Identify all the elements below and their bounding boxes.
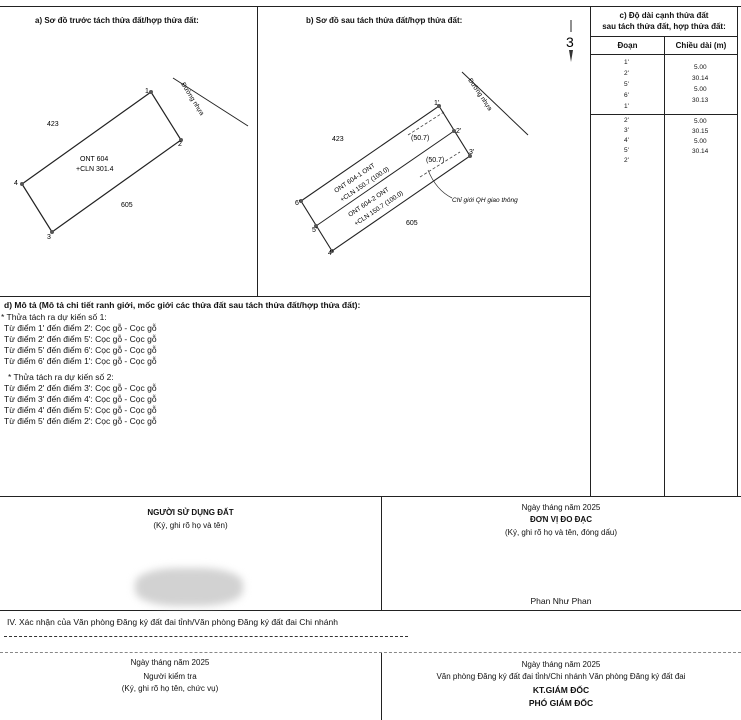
segment-length: 5.00 <box>694 118 707 125</box>
description-line: Từ điểm 4' đến điểm 5': Cọc gỗ - Cọc gỗ <box>4 405 157 415</box>
lengths-title-2: sau tách thửa đất, hợp thửa đất: <box>602 22 726 31</box>
point-label: 5' <box>312 227 317 234</box>
segment-length: 5.00 <box>694 86 707 93</box>
survey-note: (Ký, ghi rõ họ và tên, đóng dấu) <box>504 528 618 537</box>
boundary-label: Chỉ giới QH giao thông <box>452 196 518 204</box>
description-title: d) Mô tả (Mô tả chi tiết ranh giới, mốc … <box>4 300 361 310</box>
divider-signatures <box>381 496 382 610</box>
dotted-line <box>4 636 408 637</box>
segment-point: 1' <box>624 103 629 110</box>
segment-point: 2' <box>624 157 629 164</box>
description-line: Từ điểm 2' đến điểm 5': Cọc gỗ - Cọc gỗ <box>4 334 157 344</box>
parcel-604-label-1: ONT 604 <box>80 156 108 163</box>
north-mark: 3 <box>566 34 574 50</box>
diagram-after-title: b) Sơ đồ sau tách thửa đất/hợp thửa đất: <box>306 16 463 25</box>
land-user-title: NGƯỜI SỬ DỤNG ĐẤT <box>147 508 234 517</box>
office-name: Văn phòng Đăng ký đất đai tỉnh/Chi nhánh… <box>436 672 686 681</box>
area-label-1: (50.7) <box>411 135 429 142</box>
point-label: 2 <box>178 141 182 148</box>
neighbor-423: 423 <box>47 121 59 128</box>
divider-c-right <box>737 6 738 496</box>
area-label-2: (50.7) <box>426 157 444 164</box>
confirmation-title: IV. Xác nhận của Văn phòng Đăng ký đất đ… <box>7 617 338 627</box>
point-label: 3' <box>469 149 474 156</box>
land-user-note: (Ký, ghi rõ họ và tên) <box>153 521 228 530</box>
neighbor-605: 605 <box>406 220 418 227</box>
description-line: Từ điểm 5' đến điểm 2': Cọc gỗ - Cọc gỗ <box>4 416 157 426</box>
segment-point: 5' <box>624 81 629 88</box>
parcel-604-label-2: +CLN 301.4 <box>76 166 114 173</box>
frame-top <box>0 6 741 7</box>
segment-length: 5.00 <box>694 138 707 145</box>
road-label: Đường nhựa <box>179 81 205 117</box>
description-line: Từ điểm 1' đến điểm 2': Cọc gỗ - Cọc gỗ <box>4 323 157 333</box>
checker-note: (Ký, ghi rõ họ tên, chức vụ) <box>121 684 219 693</box>
divider-ab <box>257 6 258 296</box>
segment-length: 30.13 <box>692 97 709 104</box>
survey-unit: ĐƠN VỊ ĐO ĐẠC <box>530 515 592 524</box>
point-label: 4 <box>14 180 18 187</box>
planning-line-top <box>407 111 445 136</box>
diagram-after: 1' 2' 3' 4' 5' 6' 423 605 Đường nhựa (50… <box>295 71 529 257</box>
diagram-before-title: a) Sơ đồ trước tách thửa đất/hợp thửa đấ… <box>35 16 199 25</box>
segment-point: 5' <box>624 147 629 154</box>
segment-length: 30.14 <box>692 75 709 82</box>
planning-line-bottom <box>419 151 461 178</box>
segment-point: 1' <box>624 59 629 66</box>
parcel2-header: * Thửa tách ra dự kiến số 2: <box>8 372 114 382</box>
segment-length: 30.14 <box>692 148 709 155</box>
checker-date: Ngày tháng năm 2025 <box>130 658 210 667</box>
redacted-signature <box>135 568 243 606</box>
surveyor-name: Phan Như Phan <box>530 596 592 606</box>
survey-date: Ngày tháng năm 2025 <box>521 503 601 512</box>
parcel1-header: * Thửa tách ra dự kiến số 1: <box>1 312 107 322</box>
segment-point: 6' <box>624 92 629 99</box>
divider-diagrams-bottom <box>0 296 590 297</box>
deputy-role: KT.GIÁM ĐỐC <box>532 685 590 695</box>
point-label: 3 <box>47 234 51 241</box>
point-label: 6' <box>295 200 300 207</box>
divider-bc <box>590 6 591 496</box>
north-arrow-icon: 3 <box>566 20 574 62</box>
office-date: Ngày tháng năm 2025 <box>521 660 601 669</box>
segment-point: 4' <box>624 137 629 144</box>
diagram-before: 1 2 3 4 423 605 Đường nhựa ONT 604 +CLN … <box>14 77 249 241</box>
lengths-col-segment: Đoạn <box>617 41 638 50</box>
checker-role: Người kiểm tra <box>143 672 197 681</box>
description-line: Từ điểm 2' đến điểm 3': Cọc gỗ - Cọc gỗ <box>4 383 157 393</box>
deputy-title: PHÓ GIÁM ĐỐC <box>528 698 594 708</box>
point-label: 4' <box>328 250 333 257</box>
segment-length: 5.00 <box>694 64 707 71</box>
lengths-col-length: Chiều dài (m) <box>675 41 727 50</box>
parcel-split-line <box>315 130 455 227</box>
divider-sign-bottom <box>0 610 741 611</box>
divider-confirm-lower <box>381 653 382 720</box>
road-label: Đường nhựa <box>466 77 493 112</box>
road-edge <box>461 71 529 136</box>
neighbor-423: 423 <box>332 136 344 143</box>
neighbor-605: 605 <box>121 202 133 209</box>
dashed-line <box>0 652 741 653</box>
description-line: Từ điểm 6' đến điểm 1': Cọc gỗ - Cọc gỗ <box>4 356 157 366</box>
segment-length: 30.15 <box>692 128 709 135</box>
point-label: 2' <box>456 128 461 135</box>
lengths-title-1: c) Độ dài cạnh thửa đất <box>619 11 709 20</box>
description-line: Từ điểm 5' đến điểm 6': Cọc gỗ - Cọc gỗ <box>4 345 157 355</box>
point-label: 1 <box>145 88 149 95</box>
divider-description-bottom <box>0 496 741 497</box>
segment-point: 3' <box>624 127 629 134</box>
segment-point: 2' <box>624 70 629 77</box>
point-label: 1' <box>434 100 439 107</box>
road-edge <box>172 77 249 127</box>
description-line: Từ điểm 3' đến điểm 4': Cọc gỗ - Cọc gỗ <box>4 394 157 404</box>
segment-point: 2' <box>624 117 629 124</box>
boundary-leader <box>427 169 453 199</box>
